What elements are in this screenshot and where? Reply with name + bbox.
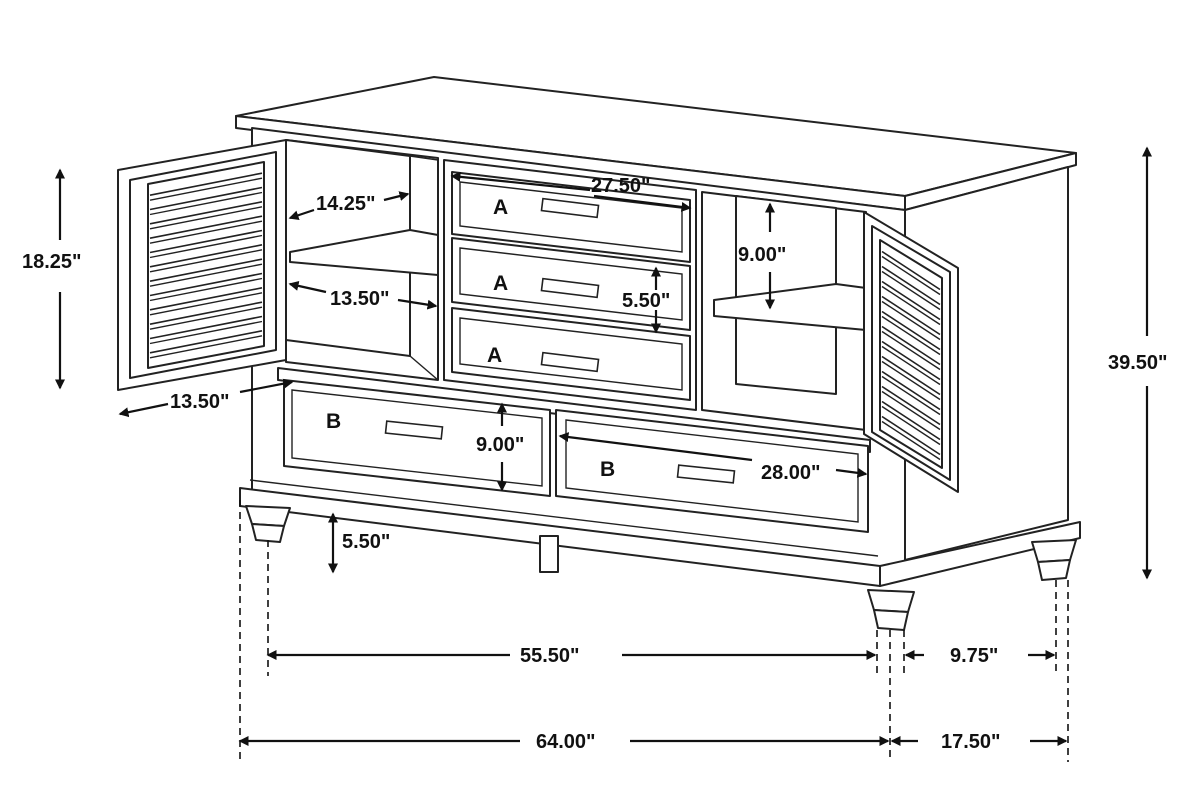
dim-shelf-depth: 13.50" bbox=[170, 391, 230, 413]
left-door-slat bbox=[149, 306, 263, 330]
base-plinth-side bbox=[879, 521, 1081, 587]
right-door-slat bbox=[881, 420, 941, 461]
left-door-slat bbox=[149, 263, 263, 287]
right-louvered-door bbox=[863, 211, 959, 493]
right-door-slat bbox=[881, 310, 941, 351]
dim-drawer-b-height: 9.00" bbox=[476, 434, 524, 456]
drawer-b2-handle bbox=[676, 464, 736, 484]
right-door-slat bbox=[881, 400, 941, 441]
left-door-slat bbox=[149, 292, 263, 316]
left-door-slat bbox=[149, 315, 263, 340]
drawer-a1 bbox=[451, 171, 691, 263]
right-door-slat bbox=[881, 265, 941, 306]
left-door-slat bbox=[149, 249, 263, 273]
left-door-slat bbox=[149, 229, 263, 254]
right-door-slat bbox=[881, 370, 941, 411]
right-door-slat bbox=[881, 360, 941, 401]
right-door-slat bbox=[881, 340, 941, 381]
drawer-b1-label: B bbox=[326, 410, 341, 433]
right-door-slat bbox=[881, 255, 941, 296]
dim-door-height: 18.25" bbox=[22, 251, 82, 273]
dim-overall-width: 64.00" bbox=[536, 731, 596, 753]
right-door-slat bbox=[881, 345, 941, 386]
drawer-a3-handle bbox=[540, 351, 600, 373]
drawer-b1 bbox=[283, 379, 551, 497]
right-door-slat bbox=[881, 325, 941, 366]
dim-drawer-a-height: 5.50" bbox=[622, 290, 670, 312]
left-door-slat bbox=[149, 201, 263, 225]
leg-back-right bbox=[1031, 539, 1077, 581]
right-door-slat bbox=[881, 385, 941, 426]
back-leg bbox=[539, 535, 559, 573]
left-door-slat bbox=[149, 277, 263, 302]
right-door-slat bbox=[881, 330, 941, 371]
left-louvered-door bbox=[117, 139, 287, 391]
dim-shelf-width-mid: 13.50" bbox=[330, 288, 390, 310]
right-door-slat bbox=[881, 405, 941, 446]
left-door-slat bbox=[149, 320, 263, 345]
right-door-slat bbox=[881, 315, 941, 356]
drawer-a2-handle bbox=[540, 277, 600, 299]
left-door-slat bbox=[149, 258, 263, 282]
left-door-slat bbox=[149, 301, 263, 325]
right-door-slat bbox=[881, 355, 941, 396]
dimension-lines bbox=[55, 146, 1152, 762]
right-door-slat bbox=[881, 415, 941, 456]
right-door-slat bbox=[881, 285, 941, 326]
dim-drawer-a-width: 27.50" bbox=[591, 175, 651, 197]
dim-shelf-width-top: 14.25" bbox=[316, 193, 376, 215]
left-door-slat bbox=[149, 220, 263, 244]
drawer-a1-handle bbox=[540, 197, 600, 219]
left-door-slat bbox=[149, 191, 263, 216]
drawer-a1-label: A bbox=[493, 196, 508, 219]
drawer-b1-handle bbox=[384, 420, 444, 440]
left-door-slat bbox=[149, 272, 263, 297]
dim-inner-width: 55.50" bbox=[520, 645, 580, 667]
right-door-slat bbox=[881, 295, 941, 336]
right-door-slat bbox=[881, 375, 941, 416]
dim-leg-clearance: 5.50" bbox=[342, 531, 390, 553]
dim-inner-depth: 9.75" bbox=[950, 645, 998, 667]
right-door-slat bbox=[881, 280, 941, 321]
dim-drawer-b-width: 28.00" bbox=[761, 462, 821, 484]
cabinet-top-side-edge bbox=[904, 152, 1077, 211]
left-door-slat bbox=[149, 215, 263, 239]
leg-front-right bbox=[867, 589, 915, 631]
drawer-a3 bbox=[451, 307, 691, 401]
left-door-slat bbox=[149, 186, 263, 211]
dim-right-shelf-clearance: 9.00" bbox=[738, 244, 786, 266]
left-door-slat bbox=[149, 206, 263, 230]
left-door-slat bbox=[149, 234, 263, 259]
drawer-a3-label: A bbox=[487, 344, 502, 367]
left-door-slat bbox=[149, 335, 263, 359]
left-shelf bbox=[289, 229, 439, 276]
left-door-slat bbox=[149, 177, 263, 201]
right-door-slat bbox=[881, 390, 941, 431]
dim-overall-height: 39.50" bbox=[1108, 352, 1168, 374]
drawer-b2-label: B bbox=[600, 458, 615, 481]
left-door-slat bbox=[149, 172, 263, 196]
dim-overall-depth: 17.50" bbox=[941, 731, 1001, 753]
right-door-slat bbox=[881, 250, 941, 291]
left-door-slat bbox=[149, 330, 263, 354]
dimension-labels: 18.25" 14.25" 13.50" 13.50" 27.50" 5.50"… bbox=[22, 175, 1168, 753]
leg-front-left bbox=[245, 505, 291, 543]
drawer-a2-label: A bbox=[493, 272, 508, 295]
left-door-slat bbox=[149, 287, 263, 311]
right-door-slat bbox=[881, 300, 941, 341]
left-door-slat bbox=[149, 244, 263, 268]
right-door-slat bbox=[881, 270, 941, 311]
